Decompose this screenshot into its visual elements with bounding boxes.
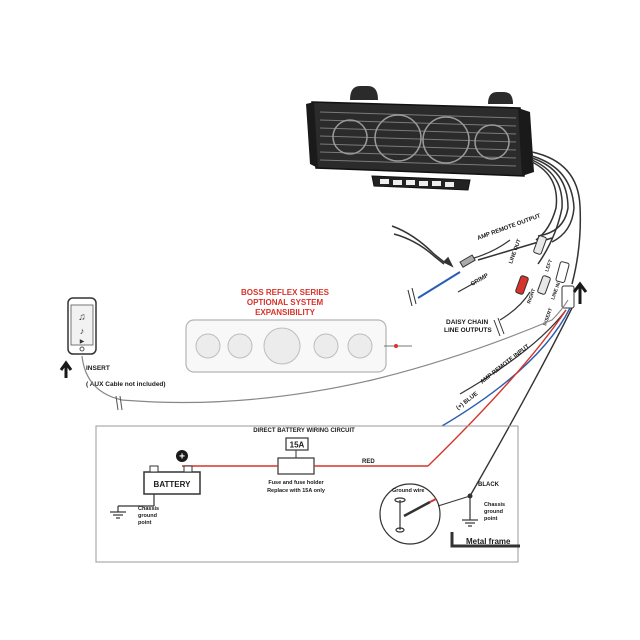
mount-clamp-left	[350, 86, 378, 100]
optional-system-title-2: OPTIONAL SYSTEM	[247, 298, 324, 307]
chassis-ground-right-2: ground	[484, 509, 503, 515]
aux-cable	[81, 299, 569, 404]
black-wire	[469, 307, 573, 497]
red-wire-feed	[427, 309, 567, 467]
amp-remote-input-wire	[459, 309, 567, 395]
ground-screw-icon	[394, 497, 437, 533]
speaker-grille	[319, 111, 517, 167]
amp-remote-output-label: AMP REMOTE OUTPUT	[477, 213, 542, 242]
fuse-holder: 15A	[277, 437, 315, 475]
cable-harness	[531, 151, 582, 285]
blue-wire-label: (+) BLUE	[456, 391, 480, 411]
control-panel	[371, 175, 471, 191]
speaker-endcap-left	[306, 102, 318, 168]
line-in-label: LINE IN	[550, 282, 562, 301]
rca-line-in-right	[555, 261, 570, 284]
fuse-note-1: Fuse and fuse holder	[268, 480, 324, 486]
svg-text:♪: ♪	[80, 326, 85, 336]
speaker-endcap-right	[518, 108, 534, 176]
daisy-chain-label: DAISY CHAIN	[446, 319, 488, 326]
metal-frame-label: Metal frame	[466, 537, 511, 546]
detail-pointer	[437, 495, 471, 507]
line-out-label: LINE OUT	[508, 238, 523, 265]
crimp-arrow-icon	[457, 281, 477, 293]
svg-text:♫: ♫	[78, 312, 86, 323]
battery-label: BATTERY	[154, 480, 192, 489]
wire-plug	[561, 285, 575, 309]
optional-speaker-bar	[185, 319, 387, 373]
optional-system-title-3: EXPANSIBILITY	[255, 308, 316, 317]
insert-label: INSERT	[86, 365, 110, 372]
rca-line-out-left	[533, 235, 547, 255]
fuse-note-2: Replace with 15A only	[267, 488, 326, 494]
black-label: BLACK	[478, 482, 500, 488]
rca-line-in-left	[537, 275, 551, 295]
metal-frame-icon	[450, 532, 520, 548]
speaker-bar	[306, 86, 534, 191]
up-arrow-icon	[572, 281, 588, 304]
blue-wire	[441, 307, 571, 427]
direct-battery-title: DIRECT BATTERY WIRING CIRCUIT	[253, 428, 355, 434]
chassis-ground-left-1: Chassis	[138, 506, 159, 512]
rca-line-out-right	[515, 275, 529, 295]
mount-clamp-right	[488, 92, 513, 104]
red-label: RED	[362, 459, 375, 465]
crimp-label: CRIMP	[470, 273, 490, 288]
insert-small-label: INSERT	[542, 307, 554, 326]
fuse-rating: 15A	[290, 441, 305, 450]
crimp-pliers-icon	[391, 225, 454, 268]
left-label: LEFT	[544, 259, 554, 273]
chassis-ground-right-3: point	[484, 516, 498, 522]
crimp-connector: CRIMP	[407, 239, 511, 307]
chassis-ground-left-icon	[110, 494, 155, 519]
plus-sign: +	[179, 452, 185, 463]
chassis-ground-right-1: Chassis	[484, 502, 505, 508]
positive-terminal-icon	[176, 450, 188, 462]
insert-arrow-icon	[59, 360, 73, 378]
optional-system-title-1: BOSS REFLEX SERIES	[241, 288, 330, 297]
chassis-ground-left-3: point	[138, 520, 152, 526]
chassis-ground-left-2: ground	[138, 513, 157, 519]
right-label: RIGHT	[526, 288, 537, 305]
rca-connectors: LINE OUT LEFT RIGHT LINE IN INSERT	[493, 235, 588, 337]
phone-icon: ♫ ♪ ▶	[67, 297, 97, 355]
aux-note: ( AUX Cable not included)	[86, 381, 166, 388]
ground-wire-label: Ground wire	[392, 488, 424, 494]
line-outputs-label: LINE OUTPUTS	[444, 327, 492, 334]
battery-circuit-frame	[95, 425, 519, 563]
svg-text:▶: ▶	[80, 339, 85, 345]
speaker-cones	[332, 114, 510, 164]
battery-icon: BATTERY	[143, 465, 201, 495]
chassis-ground-right-icon	[462, 496, 478, 527]
